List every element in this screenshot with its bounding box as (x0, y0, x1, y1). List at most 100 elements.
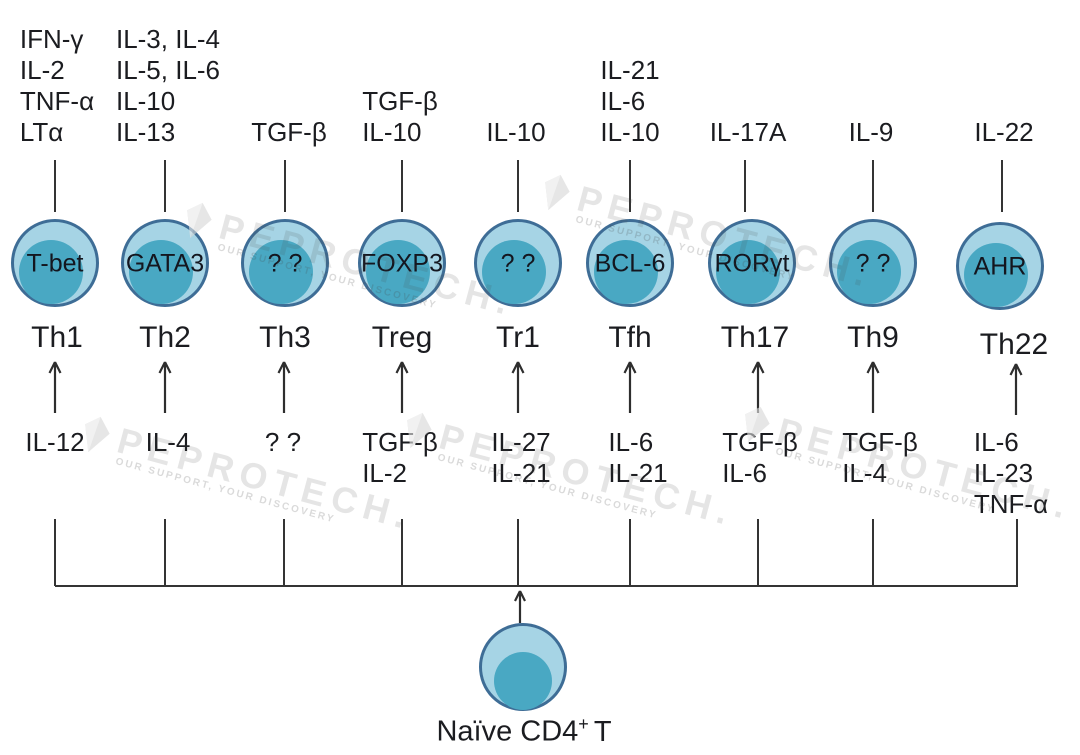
cytokine-label: IL-4 (842, 458, 888, 488)
cell-tr1: ? ? (474, 219, 562, 307)
cytokine-line-tr1 (517, 160, 519, 212)
secreted-cytokines-th3: TGF-β (251, 117, 327, 148)
naive-cell-label-base: Naïve CD4 (436, 715, 579, 748)
induction-arrow-th2 (158, 361, 172, 413)
cell-th2: GATA3 (121, 219, 209, 307)
induction-arrow-th22 (1009, 363, 1023, 415)
cytokine-label: TGF-β (362, 86, 438, 116)
naive-cell-label-sup: + (578, 714, 589, 734)
transcription-factor-label: T-bet (26, 249, 84, 278)
induction-arrow-th9 (866, 361, 880, 413)
lineage-label-tr1: Tr1 (496, 321, 540, 354)
naive-to-branch-arrow (514, 590, 526, 623)
cytokine-label: IL-22 (974, 117, 1034, 147)
transcription-factor-label: ? ? (855, 249, 891, 278)
secreted-cytokines-th1: IFN-γ IL-2 TNF-α LTα (20, 24, 94, 148)
cytokine-label: IL-5, IL-6 (115, 55, 221, 85)
naive-cell-label: Naïve CD4+T (436, 714, 611, 749)
cytokine-label: IL-6 (600, 86, 646, 116)
inducing-cytokines-th22: IL-6 IL-23 TNF-α (974, 427, 1048, 520)
lineage-label-th17: Th17 (720, 321, 790, 354)
lineage-label-tfh: Tfh (608, 321, 652, 354)
cytokine-label: TGF-β (842, 427, 918, 457)
cytokine-label: IL-10 (600, 117, 660, 147)
cell-nucleus (594, 240, 658, 304)
cell-nucleus (716, 240, 780, 304)
cytokine-label: IL-21 (600, 55, 660, 85)
cell-treg: FOXP3 (358, 219, 446, 307)
cytokine-line-th1 (54, 160, 56, 212)
induction-arrow-th17 (751, 361, 765, 413)
inducing-cytokines-tr1: IL-27 IL-21 (491, 427, 550, 489)
lineage-label-th3: Th3 (259, 321, 311, 354)
cytokine-label: IL-10 (115, 86, 176, 116)
cytokine-line-tfh (629, 160, 631, 212)
naive-cd4-cell (479, 623, 567, 711)
secreted-cytokines-treg: TGF-β IL-10 (362, 86, 438, 148)
cytokine-label: TGF-β (722, 427, 798, 457)
secreted-cytokines-tfh: IL-21 IL-6 IL-10 (600, 55, 659, 148)
transcription-factor-label: ? ? (267, 249, 303, 278)
cell-nucleus (482, 240, 546, 304)
transcription-factor-label: ? ? (500, 249, 536, 278)
cell-nucleus (837, 240, 901, 304)
cell-th9: ? ? (829, 219, 917, 307)
cytokine-label: TNF-α (973, 489, 1049, 519)
branch-baseline (55, 585, 1018, 587)
cytokine-label: IL-6 (973, 427, 1019, 457)
cytokine-line-treg (401, 160, 403, 212)
branch-line-treg (401, 519, 403, 586)
watermark-brand-text: PEPROTECH. (435, 415, 740, 534)
cell-nucleus (964, 243, 1028, 307)
watermark-tagline-text: OUR SUPPORT, YOUR DISCOVERY (436, 452, 659, 522)
secreted-cytokines-tr1: IL-10 (486, 117, 545, 148)
secreted-cytokines-th22: IL-22 (974, 117, 1033, 148)
cytokine-line-th2 (164, 160, 166, 212)
secreted-cytokines-th2: IL-3, IL-4 IL-5, IL-6 IL-10 IL-13 (116, 24, 220, 148)
transcription-factor-label: FOXP3 (361, 249, 443, 278)
cytokine-line-th22 (1001, 160, 1003, 212)
lineage-label-th22: Th22 (979, 328, 1049, 361)
cytokine-label: TGF-β (362, 427, 438, 457)
cytokine-label: IL-10 (362, 117, 422, 147)
cytokine-label: IFN-γ (19, 24, 84, 54)
inducing-cytokines-th9: TGF-β IL-4 (842, 427, 918, 489)
cytokine-label: IL-9 (848, 117, 894, 147)
cytokine-label: TGF-β (251, 117, 327, 147)
inducing-cytokines-th17: TGF-β IL-6 (722, 427, 798, 489)
inducing-cytokines-th1: IL-12 (25, 427, 84, 458)
cell-nucleus (19, 240, 83, 304)
cytokine-line-th9 (872, 160, 874, 212)
cell-th1: T-bet (11, 219, 99, 307)
lineage-label-th2: Th2 (139, 321, 191, 354)
cytokine-label: IL-6 (722, 458, 768, 488)
cytokine-label: IL-17A (709, 117, 787, 147)
inducing-cytokines-treg: TGF-β IL-2 (362, 427, 438, 489)
cell-th3: ? ? (241, 219, 329, 307)
cytokine-label: TNF-α (19, 86, 95, 116)
branch-line-tfh (629, 519, 631, 586)
transcription-factor-label: GATA3 (125, 249, 205, 278)
cell-nucleus (366, 240, 430, 304)
cytokine-label: IL-27 (491, 427, 551, 457)
branch-line-th3 (283, 519, 285, 586)
transcription-factor-label: AHR (973, 252, 1027, 281)
lineage-label-treg: Treg (371, 321, 433, 354)
cytokine-label: IL-23 (973, 458, 1034, 488)
cytokine-line-th3 (284, 160, 286, 212)
naive-cell-label-tail: T (593, 715, 612, 748)
cell-tfh: BCL-6 (586, 219, 674, 307)
lineage-label-th9: Th9 (847, 321, 899, 354)
peprotech-watermark: PEPROTECH. OUR SUPPORT, YOUR DISCOVERY (398, 406, 740, 541)
secreted-cytokines-th9: IL-9 (849, 117, 894, 148)
inducing-cytokines-th2: IL-4 (146, 427, 191, 458)
cytokine-line-th17 (744, 160, 746, 212)
cytokine-label: IL-10 (486, 117, 546, 147)
cell-nucleus (494, 652, 552, 710)
cytokine-label: IL-2 (362, 458, 408, 488)
cell-nucleus (129, 240, 193, 304)
induction-arrow-tr1 (511, 361, 525, 413)
induction-arrow-treg (395, 361, 409, 413)
cytokine-label: IL-12 (25, 427, 85, 457)
cytokine-label: IL-6 (608, 427, 654, 457)
